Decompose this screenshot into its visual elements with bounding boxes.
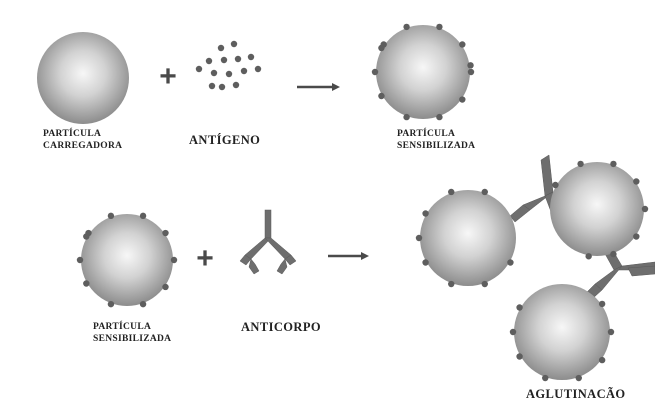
antigen-dot [195,65,203,73]
surface-antigen-dot [403,113,410,121]
surface-antigen-dot [585,253,592,260]
surface-antigen-dot [459,41,466,48]
label-line: PARTÍCULA [93,322,152,332]
surface-antigen-dot [577,160,584,168]
surface-antigen-dot [633,233,640,240]
antigen-dot [225,70,233,78]
surface-antigen-dot [371,68,379,76]
surface-antigen-dot [162,229,169,237]
surface-antigen-dot [467,68,475,76]
agglutinated-particle-upper-right [550,162,644,256]
antigen-dot [210,69,218,77]
surface-antigen-dot [633,178,640,185]
label-line: PARTÍCULA [43,129,102,139]
surface-antigen-dot [481,188,488,196]
surface-antigen-dot [107,300,115,308]
antigen-dot [217,44,225,52]
surface-antigen-dot [436,113,443,121]
surface-antigen-dot [448,188,455,196]
surface-antigen-dot [85,229,92,237]
surface-antigen-dot [481,280,488,288]
surface-antigen-dot [162,283,169,291]
surface-antigen-dot [610,250,617,258]
surface-antigen-dot [139,300,147,308]
surface-antigen-dot [509,328,517,336]
surface-antigen-dot [415,234,423,242]
antigen-dot [247,53,255,61]
antigen-dot [254,65,262,73]
surface-antigen-dot [422,259,429,266]
plus-sign-bottom: + [196,242,214,275]
label-line: SENSIBILIZADA [93,333,172,344]
sensitized-particle-bottom-label: PARTÍCULA SENSIBILIZADA [93,322,171,346]
sensitized-particle-top-label: PARTÍCULA SENSIBILIZADA [397,129,475,153]
surface-antigen-dot [422,210,429,217]
antigen-dot [208,82,216,90]
surface-antigen-dot [380,41,387,48]
surface-antigen-dot [76,256,84,264]
label-line: SENSIBILIZADA [397,140,476,151]
antibody-icon [239,209,297,275]
antigen-dot [240,67,248,75]
agglutination-label: AGLUTINACÃO [526,387,626,401]
surface-antigen-dot [598,356,606,364]
agglutinated-particle-lower [514,284,610,380]
surface-antigen-dot [542,374,549,382]
surface-antigen-dot [378,92,385,100]
carrier-particle [37,32,129,124]
antigen-dot [234,55,242,63]
agglutination-cluster [415,154,655,382]
arrow-top [297,83,340,91]
surface-antigen-dot [170,256,178,264]
surface-antigen-dot [403,23,410,31]
carrier-particle-label: PARTÍCULA CARREGADORA [43,129,122,153]
surface-antigen-dot [552,181,559,189]
surface-antigen-dot [607,328,615,336]
surface-antigen-dot [610,160,617,168]
surface-antigen-dot [139,212,147,220]
surface-antigen-dot [507,259,514,266]
surface-antigen-dot [516,304,523,311]
surface-antigen-dot [448,280,455,288]
label-line: CARREGADORA [43,140,123,151]
antigen-label: ANTÍGENO [189,133,261,147]
agglutinated-particle-left [420,190,516,286]
antigen-dot [220,56,228,64]
sensitized-particle-bottom [76,212,178,308]
surface-antigen-dot [641,205,649,213]
antigen-dot [205,57,213,65]
surface-antigen-dot [459,96,466,103]
label-line: PARTÍCULA [397,129,456,139]
antigen-dot [230,40,238,48]
arrow-bottom [328,252,369,260]
sensitized-particle-top [371,23,475,121]
surface-antigen-dot [516,353,523,360]
surface-antigen-dot [107,212,115,220]
surface-antigen-dot [598,300,606,308]
antigen-cluster [195,40,262,91]
antigen-dot [218,83,226,91]
plus-sign-top: + [159,60,177,93]
antibody-bridge-lower [584,248,655,301]
surface-antigen-dot [467,62,474,69]
surface-antigen-dot [83,280,90,287]
surface-antigen-dot [436,23,443,31]
surface-antigen-dot [575,374,582,382]
antigen-dot [232,81,240,89]
antibody-label: ANTICORPO [241,320,321,334]
